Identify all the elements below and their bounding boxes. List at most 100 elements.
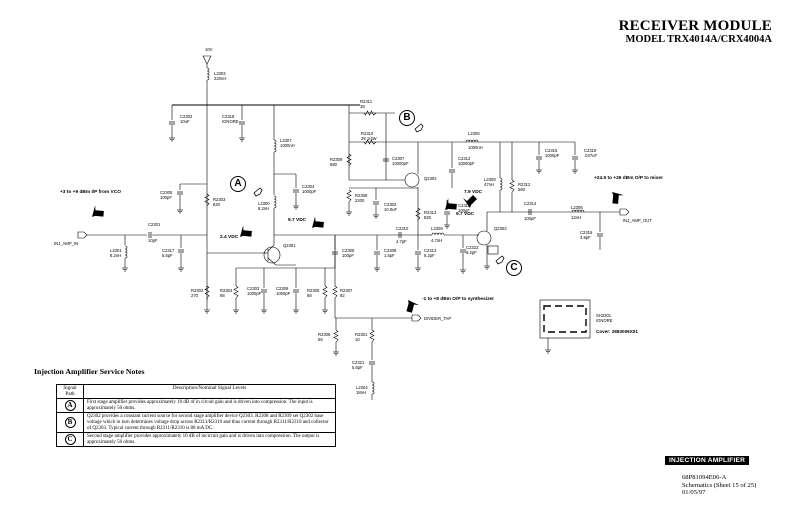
- component-ref-label: L2305: [468, 131, 480, 136]
- component-value-label: 10pF: [148, 238, 158, 243]
- component-value-label: 3.9pF: [580, 235, 591, 240]
- component-ref-label: C2303: [247, 286, 260, 291]
- voltage-q2301-base: 2.4 VDC: [220, 235, 239, 240]
- component-ref-label: C2304: [302, 184, 315, 189]
- component-ref-label: C2302: [180, 114, 193, 119]
- component-ref-label: C2316: [580, 230, 593, 235]
- comp-c2301: C2301: [148, 222, 160, 227]
- component-ref-label: R2308: [355, 193, 368, 198]
- comp-q2302: Q2302: [424, 176, 437, 181]
- doc-number: 68P81094E06-A: [682, 474, 727, 481]
- component-value-label: 12nH: [571, 215, 582, 220]
- component-value-label: 270: [191, 293, 198, 298]
- component-ref-label: C2315: [545, 148, 558, 153]
- component-value-label: 4.7pF: [396, 239, 407, 244]
- component-value-label: 18nH: [356, 390, 367, 395]
- component-value-label: 1000nH: [280, 143, 295, 148]
- shield-cover-note: Cover: 2683006X01: [596, 329, 638, 334]
- component-value-label: 47nH: [484, 182, 495, 187]
- comp-c2319: C2319.047uF: [584, 148, 597, 158]
- service-notes-title: Injection Amplifier Service Notes: [34, 367, 145, 376]
- component-ref-label: R2307: [340, 288, 353, 293]
- component-ref-label: L2309: [431, 226, 443, 231]
- comp-l2309: L2309: [431, 226, 443, 231]
- component-ref-label: C2323: [466, 245, 479, 250]
- component-value-label: IGNORE: [222, 119, 239, 124]
- comp-q2303: Q2303: [494, 226, 507, 231]
- component-ref-label: L2300: [258, 201, 270, 206]
- component-ref-label: L2302: [214, 71, 226, 76]
- component-ref-label: R2301: [355, 332, 368, 337]
- component-ref-label: R2313: [424, 210, 437, 215]
- component-ref-label: Q2301: [283, 243, 296, 248]
- component-ref-label: R2306: [318, 332, 331, 337]
- column-header-description: Description/Nominal Signal Levels: [83, 383, 336, 400]
- path-b-description: Q2302 provides a constant current source…: [83, 412, 336, 434]
- comp-c2310: C2310: [396, 226, 408, 231]
- component-value-label: 100pF: [342, 253, 354, 258]
- comp-c2310-value: 4.7pF: [396, 239, 407, 244]
- component-value-label: .047uF: [584, 153, 598, 158]
- component-value-label: 8.2nH: [110, 253, 122, 258]
- component-ref-label: C2318: [222, 114, 235, 119]
- comp-c2314: C2314: [524, 201, 536, 206]
- component-ref-label: R2312: [518, 182, 531, 187]
- component-value-label: 68: [307, 293, 312, 298]
- component-ref-label: C2308: [342, 248, 355, 253]
- component-ref-label: Q2302: [424, 176, 437, 181]
- component-value-label: 10uF: [180, 119, 190, 124]
- component-ref-label: Q2303: [494, 226, 507, 231]
- net-divider-tap: DIVIDER_TAP: [424, 316, 452, 321]
- voltage-q2303-collector: 7.9 VDC: [464, 190, 483, 195]
- component-ref-label: L2307: [280, 138, 292, 143]
- component-value-label: 1000pF: [276, 291, 291, 296]
- component-value-label: 560: [518, 187, 525, 192]
- component-value-label: 1.5pF: [384, 253, 395, 258]
- component-value-label: 10000pF: [458, 161, 475, 166]
- component-ref-label: C2309: [384, 248, 397, 253]
- component-value-label: 4.7nH: [431, 238, 443, 243]
- component-value-label: 10.0uF: [384, 207, 398, 212]
- synth-level-note: -1 to +8 dBm O/P to synthesizer: [422, 297, 495, 302]
- component-value-label: 820: [213, 202, 220, 207]
- document-info: 68P81094E06-A Schematics (Sheet 15 of 25…: [682, 474, 756, 497]
- path-marker-c: C: [506, 260, 522, 276]
- component-value-label: 8.2pF: [466, 250, 477, 255]
- comp-q2301: Q2301: [283, 243, 296, 248]
- path-marker-a: A: [230, 176, 246, 192]
- table-row: B Q2302 provides a constant current sour…: [56, 412, 336, 434]
- component-value-label: 1000pF: [302, 189, 317, 194]
- sheet-info: Schematics (Sheet 15 of 25): [682, 481, 757, 489]
- path-b-symbol: B: [64, 417, 76, 429]
- path-c-symbol: C: [64, 434, 76, 446]
- component-ref-label: C2313: [424, 248, 437, 253]
- component-ref-label: C2301: [148, 222, 161, 227]
- component-note-label: 1/4W: [366, 136, 377, 141]
- comp-l2305: L2305: [468, 131, 480, 136]
- component-ref-label: R2302: [191, 288, 204, 293]
- component-value-label: IGNORE: [596, 318, 613, 323]
- component-ref-label: C2319: [584, 148, 597, 153]
- component-value-label: 8.2nH: [258, 206, 270, 211]
- component-ref-label: C2302: [384, 202, 397, 207]
- component-value-label: 82: [340, 293, 345, 298]
